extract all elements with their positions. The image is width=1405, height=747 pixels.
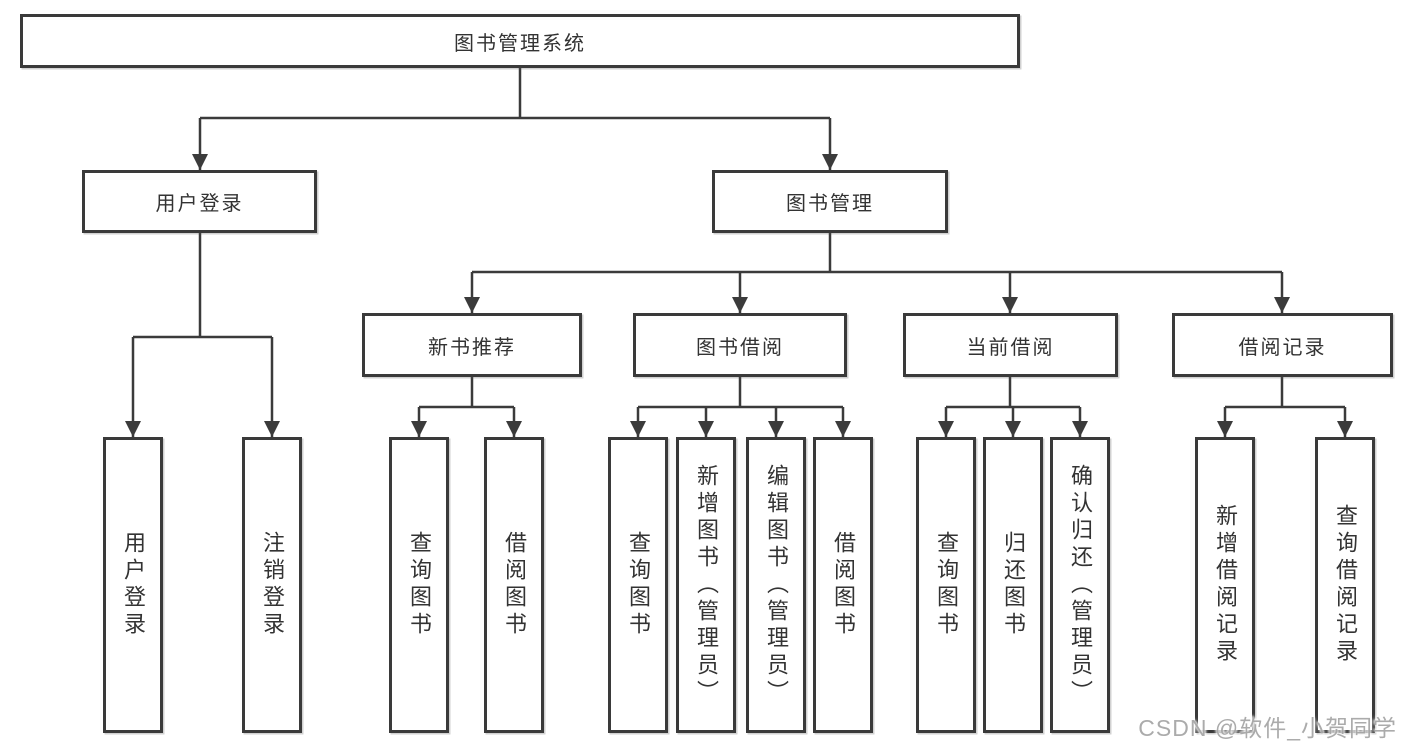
connector-new-book-trunk <box>419 377 514 409</box>
node-current-borrowing-label: 当前借阅 <box>966 336 1055 359</box>
node-book-borrowing: 图书借阅 <box>633 313 847 377</box>
connector-borrowing-records-trunk <box>1225 377 1345 409</box>
leaf-nbr-borrow-books: 借阅图书 <box>484 437 544 733</box>
leaf-bb-query-books: 查询图书 <box>608 437 668 733</box>
connector-book-borrowing-trunk <box>638 377 843 409</box>
leaf-cb-return-books-label: 归还图书 <box>1001 531 1026 639</box>
leaf-bb-edit-book-admin: 编辑图书（管理员） <box>746 437 806 733</box>
connector-user-login-trunk <box>133 233 272 339</box>
leaf-cb-return-books: 归还图书 <box>983 437 1043 733</box>
leaf-cb-confirm-return-admin: 确认归还（管理员） <box>1050 437 1110 733</box>
leaf-user-login: 用户登录 <box>103 437 163 733</box>
leaf-bb-add-book-admin-label: 新增图书（管理员） <box>694 463 719 707</box>
leaf-bb-borrow-books: 借阅图书 <box>813 437 873 733</box>
leaf-nbr-borrow-books-label: 借阅图书 <box>502 531 527 639</box>
node-new-book-recommend-label: 新书推荐 <box>428 336 516 359</box>
node-borrowing-records: 借阅记录 <box>1172 313 1393 377</box>
node-user-login-label: 用户登录 <box>155 193 244 215</box>
leaf-nbr-query-books: 查询图书 <box>389 437 449 733</box>
leaf-logout: 注销登录 <box>242 437 302 733</box>
leaf-bb-add-book-admin: 新增图书（管理员） <box>676 437 736 733</box>
node-root-label: 图书管理系统 <box>454 32 586 55</box>
node-book-management-label: 图书管理 <box>786 193 874 215</box>
node-user-login: 用户登录 <box>82 170 317 233</box>
node-root-library-management-system: 图书管理系统 <box>20 14 1020 68</box>
node-current-borrowing: 当前借阅 <box>903 313 1118 377</box>
leaf-bb-edit-book-admin-label: 编辑图书（管理员） <box>764 463 789 707</box>
connector-root-trunk <box>200 68 830 120</box>
leaf-logout-label: 注销登录 <box>260 531 285 639</box>
leaf-br-query-record-label: 查询借阅记录 <box>1333 504 1358 666</box>
node-new-book-recommend: 新书推荐 <box>362 313 582 377</box>
leaf-cb-query-books: 查询图书 <box>916 437 976 733</box>
leaf-br-add-record-label: 新增借阅记录 <box>1213 504 1238 666</box>
leaf-nbr-query-books-label: 查询图书 <box>407 531 432 639</box>
csdn-watermark: CSDN @软件_小贺同学 <box>1138 715 1397 741</box>
leaf-bb-query-books-label: 查询图书 <box>626 531 651 639</box>
leaf-br-add-record: 新增借阅记录 <box>1195 437 1255 733</box>
connector-book-management-trunk <box>472 233 1282 274</box>
leaf-user-login-label: 用户登录 <box>121 531 146 639</box>
node-book-management: 图书管理 <box>712 170 948 233</box>
node-borrowing-records-label: 借阅记录 <box>1238 336 1327 359</box>
leaf-br-query-record: 查询借阅记录 <box>1315 437 1375 733</box>
connector-current-borrowing-trunk <box>946 377 1080 409</box>
leaf-bb-borrow-books-label: 借阅图书 <box>831 531 856 639</box>
node-book-borrowing-label: 图书借阅 <box>696 336 784 359</box>
leaf-cb-query-books-label: 查询图书 <box>934 531 959 639</box>
leaf-cb-confirm-return-admin-label: 确认归还（管理员） <box>1068 463 1093 707</box>
